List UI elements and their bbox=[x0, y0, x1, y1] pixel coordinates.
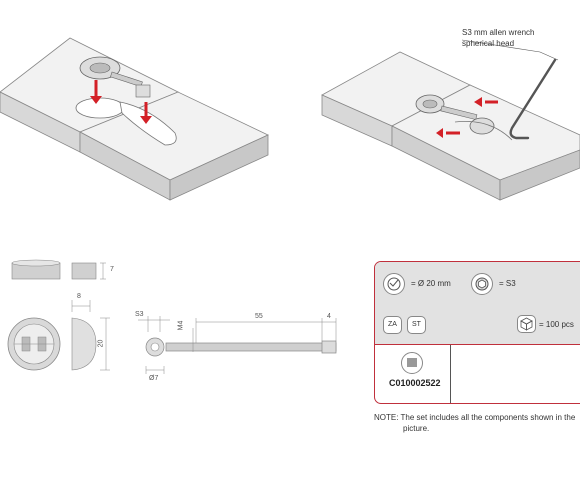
dim-width: 20 bbox=[97, 339, 105, 348]
product-spec-card: = Ø 20 mm = S3 ZA ST = 100 pcs C01000252… bbox=[374, 261, 580, 404]
product-code: C010002522 bbox=[389, 378, 441, 388]
st-badge: ST bbox=[407, 316, 426, 334]
right-assembly-illustration bbox=[321, 39, 580, 201]
cam-diameter-icon bbox=[383, 273, 405, 295]
hex-wrench-icon bbox=[471, 273, 493, 295]
cam-side-views bbox=[7, 259, 110, 371]
diameter-value: = Ø 20 mm bbox=[411, 279, 451, 288]
left-assembly-illustration bbox=[0, 37, 269, 201]
za-badge: ZA bbox=[383, 316, 402, 334]
note-line-2: picture. bbox=[403, 424, 430, 433]
dim-length: 8 bbox=[77, 293, 81, 300]
barcode-icon bbox=[401, 352, 423, 374]
spec-panel: = Ø 20 mm = S3 ZA ST = 100 pcs bbox=[375, 262, 580, 345]
callout-wrench-size: S3 mm allen wrench bbox=[462, 28, 535, 37]
callout-wrench-head: spherical head bbox=[462, 39, 515, 48]
screw-views bbox=[138, 316, 337, 374]
dim-screw-length: 55 bbox=[255, 313, 263, 320]
card-divider bbox=[450, 345, 451, 403]
pack-quantity-icon bbox=[517, 315, 536, 333]
pack-quantity-value: = 100 pcs bbox=[539, 320, 574, 329]
note-text: NOTE: The set includes all the component… bbox=[374, 412, 575, 434]
wrench-value: = S3 bbox=[499, 279, 516, 288]
note-line-1: NOTE: The set includes all the component… bbox=[374, 413, 576, 422]
dim-m4: M4 bbox=[177, 320, 185, 331]
dim-thickness: 7 bbox=[110, 266, 114, 273]
dim-diameter: Ø7 bbox=[149, 375, 159, 382]
dim-s3: S3 bbox=[135, 311, 144, 318]
dim-screw-tip: 4 bbox=[327, 313, 331, 320]
